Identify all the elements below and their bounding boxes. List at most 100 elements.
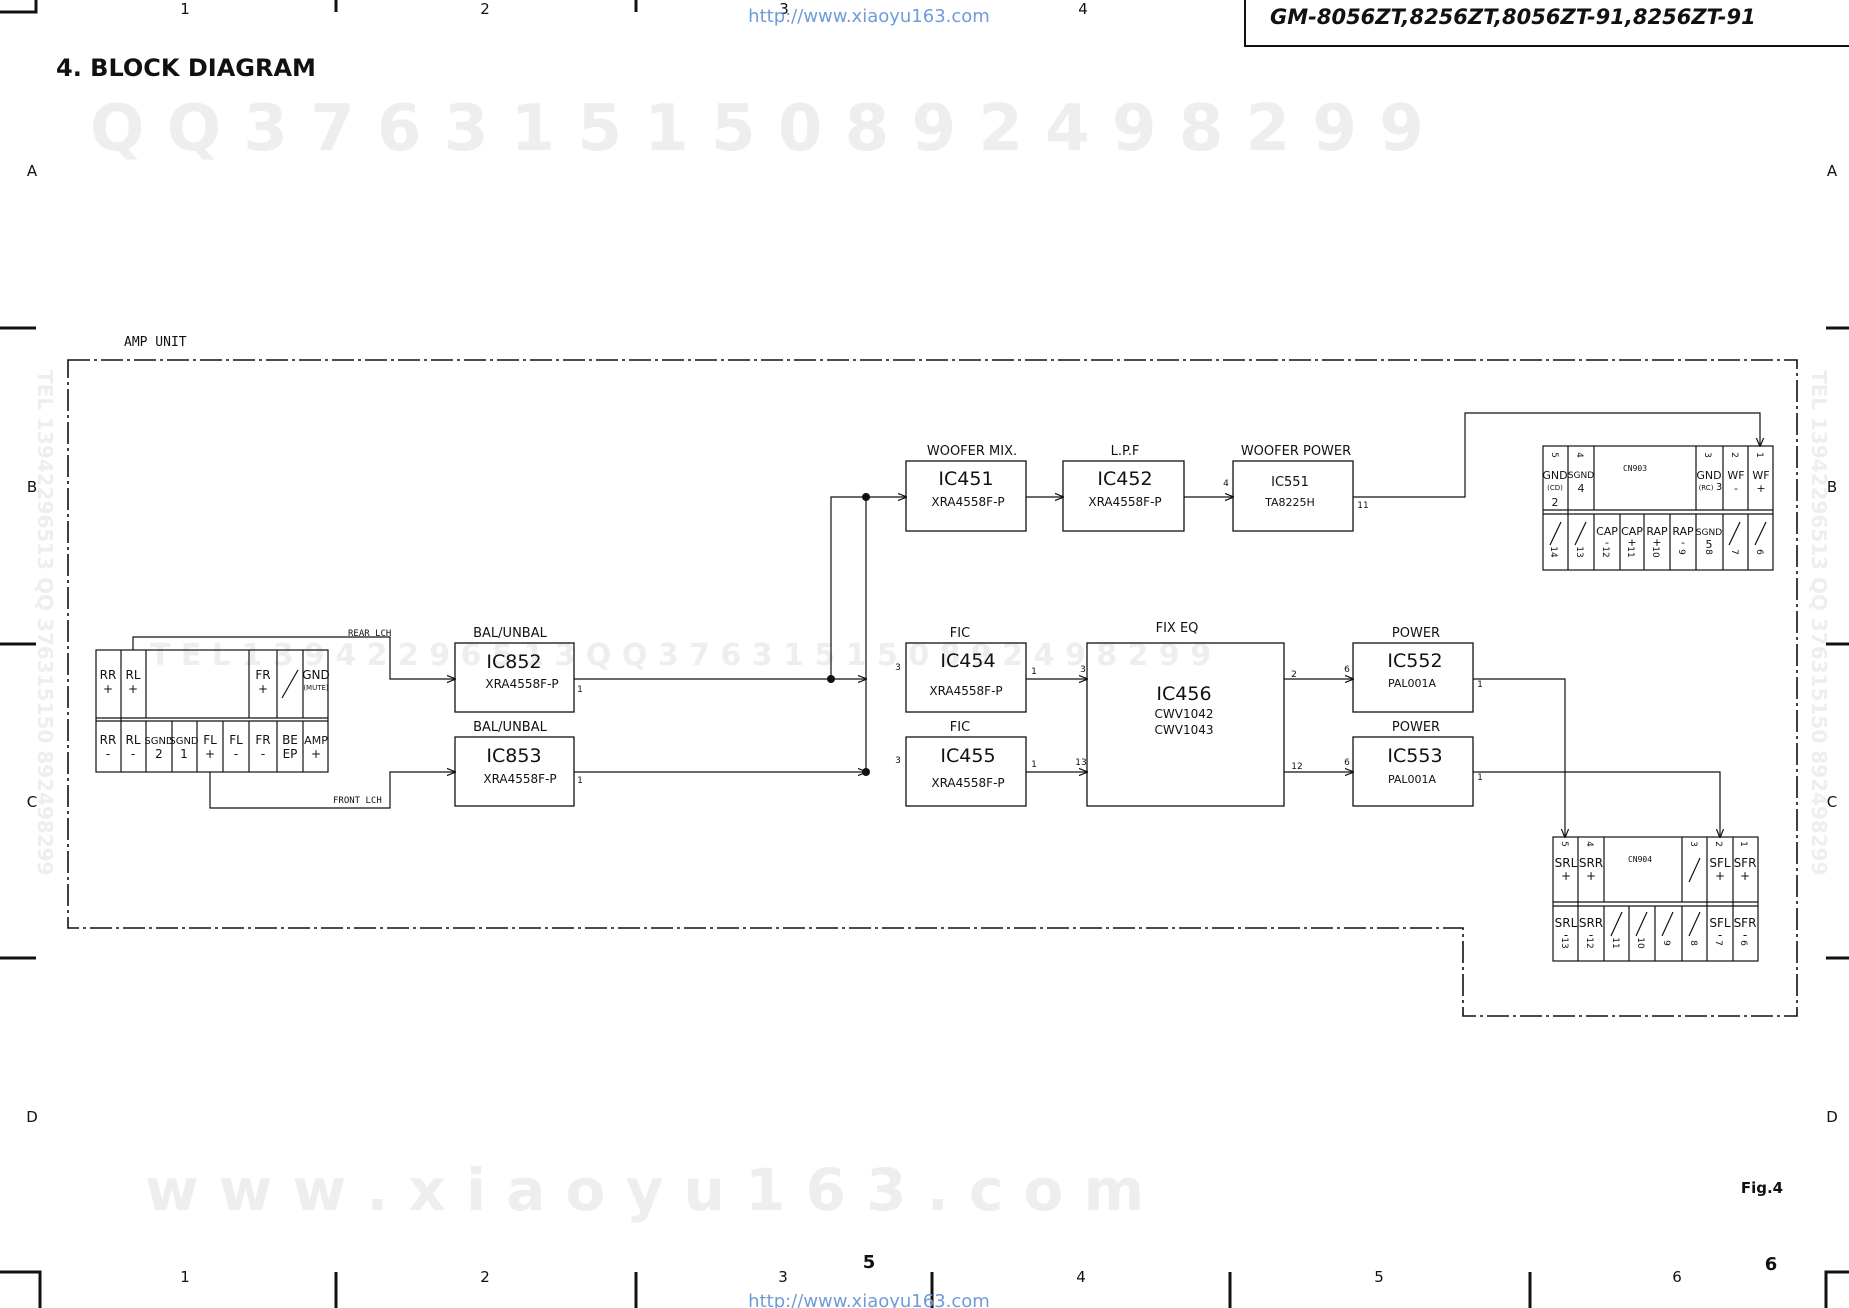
ic452-box <box>1062 460 1185 532</box>
conn-sign: - <box>131 747 135 761</box>
cn904-pin-num: 11 <box>1610 937 1620 948</box>
cn904-pin-sub: - <box>1743 928 1747 942</box>
footer-url-link[interactable]: http://www.xiaoyu163.com <box>748 1291 990 1308</box>
ic455-box <box>905 736 1027 807</box>
conn-label: RL <box>125 733 140 747</box>
ic853-title: BAL/UNBAL <box>473 720 547 735</box>
cn904-pin-sub: + <box>1586 869 1596 883</box>
junction-dot <box>862 768 870 776</box>
fig-label: Fig.4 <box>1741 1179 1783 1197</box>
cn903-pin-num: 4 <box>1574 452 1584 458</box>
grid-col-bottom: 6 <box>1672 1268 1682 1286</box>
conn-label: FL <box>229 733 243 747</box>
conn-sign: EP <box>283 747 298 761</box>
cn904-pin-num: 6 <box>1738 940 1748 946</box>
ic551-title: WOOFER POWER <box>1241 444 1351 459</box>
grid-col-bottom: 3 <box>778 1268 788 1286</box>
grid-row-left: B <box>27 478 37 496</box>
cn904-pin-num: 1 <box>1738 841 1748 847</box>
grid-col-bottom: 2 <box>480 1268 490 1286</box>
cn903-pin-sub: + <box>1652 536 1661 549</box>
cn903-pin-num: 12 <box>1600 546 1610 557</box>
ic853-part: XRA4558F-P <box>483 772 556 786</box>
cn903-pin-labels: 5 GND (CD) 2 4 SGND 4 3 GND (RC) 3 2 WF … <box>1542 452 1769 558</box>
ic452-part: XRA4558F-P <box>1088 495 1161 509</box>
cn904-pin-num: 5 <box>1559 841 1569 847</box>
ic551-box <box>1232 460 1354 532</box>
conn-label: RR <box>100 668 117 682</box>
ic455-title: FIC <box>950 720 970 735</box>
conn-sign: - <box>261 747 265 761</box>
cn903-pin-extra: 3 <box>1716 482 1722 493</box>
watermark-middle: T E L 1 3 9 4 2 2 9 6 5 1 3 Q Q 3 7 6 3 … <box>150 638 1211 673</box>
header-url-link[interactable]: http://www.xiaoyu163.com <box>748 6 990 27</box>
cn903-pin-num: 7 <box>1729 549 1739 555</box>
watermark-top: Q Q 3 7 6 3 1 5 1 5 0 8 9 2 4 9 8 2 9 9 <box>90 92 1424 166</box>
conn-label: RR <box>100 733 117 747</box>
conn-label: RL <box>125 668 140 682</box>
cn903-pin-sub: (CD) <box>1547 484 1563 492</box>
cn903-pin-sub: - <box>1605 536 1609 549</box>
model-title: GM-8056ZT,8256ZT,8056ZT-91,8256ZT-91 <box>1270 5 1756 29</box>
cn903-pin-name: WF <box>1752 469 1769 482</box>
cn903-pin-name: GND <box>1696 469 1721 482</box>
rear-lch-label: REAR LCH <box>348 629 391 639</box>
cn903-pin-name: SGND <box>1568 471 1594 481</box>
cn903-pin-name: WF <box>1727 469 1744 482</box>
ic551-pin-out: 11 <box>1357 501 1368 511</box>
grid-col-top: 4 <box>1078 0 1088 18</box>
cn904-pin-num: 8 <box>1688 940 1698 946</box>
input-connector <box>95 649 329 773</box>
cn903-pin-num: 6 <box>1754 549 1764 555</box>
conn-sign: - <box>234 747 238 761</box>
ic454-pin-in: 3 <box>895 663 901 673</box>
ic-block-labels: BAL/UNBAL IC852 XRA4558F-P 1 BAL/UNBAL I… <box>473 444 1483 790</box>
amp-unit-label: AMP UNIT <box>124 335 187 350</box>
ic451-box <box>905 460 1027 532</box>
cn903-pin-num: 9 <box>1676 549 1686 555</box>
page-number-left: 5 <box>863 1252 876 1273</box>
ic852-pin-out: 1 <box>577 685 583 695</box>
conn-sign: 2 <box>155 747 163 761</box>
ic454-title: FIC <box>950 626 970 641</box>
cn903-pin-num: 3 <box>1702 452 1712 458</box>
conn-label: FR <box>255 733 270 747</box>
cn904-pin-num: 10 <box>1635 937 1645 949</box>
cn903-pin-sub: - <box>1681 536 1685 549</box>
cn904-pin-sub: - <box>1589 928 1593 942</box>
cn904-pin-name: SFL <box>1709 856 1731 870</box>
watermark-right-vertical: TEL 13942296513 QQ 376315150 892498299 <box>1807 370 1831 875</box>
ic451-part: XRA4558F-P <box>931 495 1004 509</box>
ic452-title: L.P.F <box>1111 444 1140 459</box>
watermark-bottom: w w w . x i a o y u 1 6 3 . c o m <box>145 1156 1144 1224</box>
cn904-pin-sub: + <box>1561 869 1571 883</box>
cn903-pin-name: CAP <box>1621 525 1643 538</box>
ic852-part: XRA4558F-P <box>485 677 558 691</box>
cn904-pin-name: SFR <box>1734 916 1757 930</box>
ic852-title: BAL/UNBAL <box>473 626 547 641</box>
ic456-part1: CWV1042 <box>1155 707 1214 721</box>
cn904-pin-labels: 5 SRL + 4 SRR + 3 2 SFL + 1 SFR + SRL - … <box>1555 841 1757 949</box>
cn903-pin-sub: 4 <box>1578 482 1585 495</box>
conn-sign: + <box>258 682 268 696</box>
cn903-pin-name: RAP <box>1646 525 1668 538</box>
cn904-pin-name: SFL <box>1709 916 1731 930</box>
ic853-pin-out: 1 <box>577 776 583 786</box>
conn-label: SGND <box>169 736 199 747</box>
grid-row-left: D <box>26 1108 38 1126</box>
cn904-pin-num: 4 <box>1584 841 1594 847</box>
ic552-ref: IC552 <box>1387 650 1442 672</box>
cn904-pin-num: 3 <box>1688 841 1698 847</box>
input-connector-labels: RR + RL + FR + GND (MUTE) RR - RL - SGND… <box>100 668 330 761</box>
conn-label: FR <box>255 668 270 682</box>
ic452-ref: IC452 <box>1097 468 1152 490</box>
cn904-connector <box>1552 836 1759 962</box>
ic456-pin-out-a: 2 <box>1291 670 1297 680</box>
cn903-pin-sub: - <box>1734 482 1738 495</box>
grid-col-bottom: 5 <box>1374 1268 1384 1286</box>
ic-blocks <box>454 460 1474 807</box>
grid-labels: 1 2 3 4 1 2 3 4 5 6 A B C D A B C D <box>26 0 1838 1286</box>
junction-dot <box>862 493 870 501</box>
